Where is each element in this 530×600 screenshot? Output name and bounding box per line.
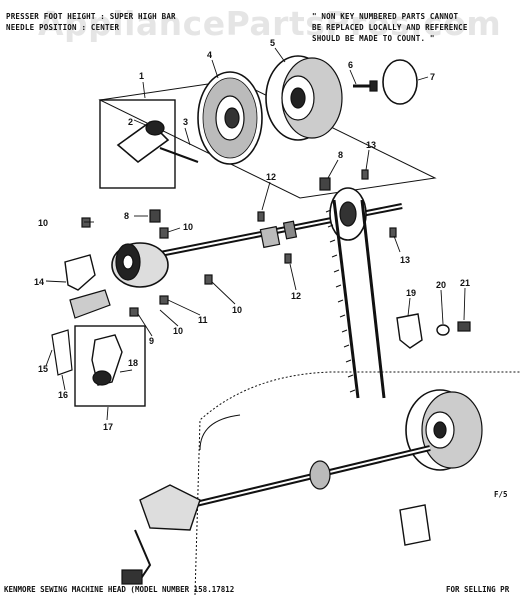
callout-12b: 12 [291, 291, 301, 301]
callout-18: 18 [128, 358, 138, 368]
part-6-screw [353, 80, 378, 92]
part-13-screw-a [361, 169, 369, 180]
part-20-washer [436, 324, 450, 336]
panel-outline [98, 79, 437, 199]
callout-10a: 10 [38, 218, 48, 228]
needle-bar-linkage [64, 254, 111, 319]
header-right-line-2: BE REPLACED LOCALLY AND REFERENCE [312, 23, 468, 32]
callout-16: 16 [58, 390, 68, 400]
callout-numbers: 1 2 3 4 5 6 7 8 8 9 10 10 10 10 11 12 12… [34, 38, 470, 432]
callout-4: 4 [207, 50, 212, 60]
part-19-bracket [396, 313, 423, 349]
upper-belt-pulley [329, 187, 367, 241]
collar-2 [282, 220, 298, 240]
header-left-line-2: NEEDLE POSITION : CENTER [6, 23, 120, 32]
part-10-screw-a [81, 217, 91, 228]
callout-8b: 8 [338, 150, 343, 160]
part-17-box [74, 325, 146, 407]
timing-belt [332, 199, 386, 399]
part-10-screw-c [204, 274, 213, 285]
lower-collar [309, 460, 331, 490]
callout-20: 20 [436, 280, 446, 290]
header-left-line-1: PRESSER FOOT HEIGHT : SUPER HIGH BAR [6, 12, 176, 21]
part-8-collar-a [149, 209, 161, 223]
collar-1 [259, 225, 281, 249]
footer-right-fragment: FOR SELLING PR [446, 585, 510, 594]
callout-7: 7 [430, 72, 435, 82]
callout-8a: 8 [124, 211, 129, 221]
callout-1: 1 [139, 71, 144, 81]
part-10-screw-b [159, 227, 169, 239]
page-ref: F/5 [494, 490, 508, 499]
belt-teeth [325, 209, 356, 393]
callout-11: 11 [198, 315, 208, 325]
callout-17: 17 [103, 422, 113, 432]
callout-15: 15 [38, 364, 48, 374]
callout-6: 6 [348, 60, 353, 70]
part-12-screw-b [284, 253, 292, 264]
callout-13b: 13 [400, 255, 410, 265]
part-9-screw [129, 307, 139, 317]
left-hub [111, 242, 169, 288]
callout-5: 5 [270, 38, 275, 48]
part-11-screw [159, 295, 169, 305]
part-4-gear [197, 71, 263, 165]
part-21-screw [457, 321, 471, 332]
callout-3: 3 [183, 117, 188, 127]
callout-13a: 13 [366, 140, 376, 150]
callout-2: 2 [128, 117, 133, 127]
part-8-collar-b [319, 177, 331, 191]
callout-19: 19 [406, 288, 416, 298]
part-12-screw-a [257, 211, 265, 222]
leader-lines [45, 47, 466, 421]
part-5-pulley [265, 55, 343, 141]
lower-bracket [399, 504, 431, 546]
header-right-line-3: SHOULD BE MADE TO COUNT. " [312, 34, 435, 43]
part-1-box [99, 99, 176, 189]
watermark: AppliancePartsPros.com [38, 4, 502, 43]
footer-model-line: KENMORE SEWING MACHINE HEAD (MODEL NUMBE… [4, 585, 235, 594]
hook-assembly [121, 484, 201, 585]
callout-9: 9 [149, 336, 154, 346]
lower-belt-pulley [405, 389, 483, 471]
part-16-plate [51, 329, 73, 376]
callout-12a: 12 [266, 172, 276, 182]
callout-10b: 10 [183, 222, 193, 232]
part-13-screw-b [389, 227, 397, 238]
header-right-line-1: " NON KEY NUMBERED PARTS CANNOT [312, 12, 459, 21]
callout-10c: 10 [232, 305, 242, 315]
callout-10d: 10 [173, 326, 183, 336]
callout-14: 14 [34, 277, 44, 287]
part-7-disk [382, 59, 418, 105]
callout-21: 21 [460, 278, 470, 288]
machine-bed-outline [199, 414, 241, 451]
